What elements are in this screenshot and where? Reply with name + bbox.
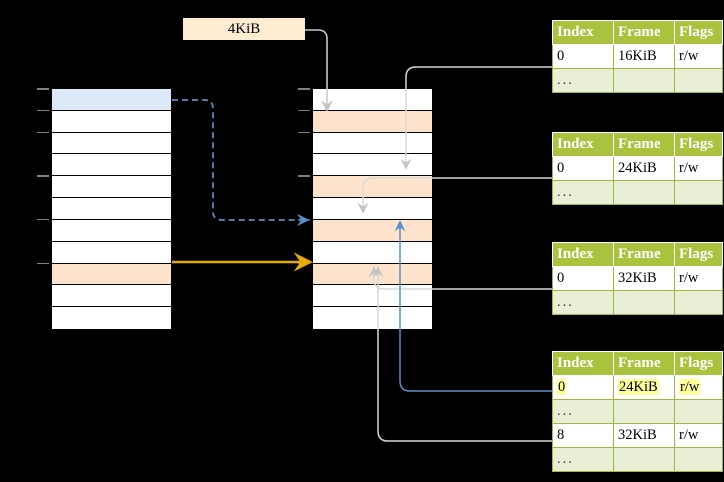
virtual-space-tick xyxy=(37,175,49,177)
column-header: Index xyxy=(552,351,614,376)
column-header: Flags xyxy=(674,242,723,267)
table-cell: 0 xyxy=(552,266,614,291)
virtual-space-row xyxy=(52,285,171,308)
table-cell xyxy=(613,290,675,315)
virtual-space-tick xyxy=(37,131,49,134)
virtual-space-row xyxy=(52,219,171,242)
column-header: Frame xyxy=(613,242,675,267)
virtual-space-tick xyxy=(37,218,49,221)
virtual-space-row xyxy=(52,263,171,286)
table-row: ... xyxy=(552,290,723,315)
column-header: Frame xyxy=(613,20,675,45)
table-cell xyxy=(613,447,675,472)
column-header: Index xyxy=(552,242,614,267)
physical-space-tick xyxy=(298,175,310,177)
physical-space-row xyxy=(313,110,432,133)
column-header: Index xyxy=(552,20,614,45)
table-row: ... xyxy=(552,68,723,93)
physical-space-tick xyxy=(298,218,310,221)
physical-space-tick xyxy=(298,262,310,265)
physical-address-space-column xyxy=(312,88,433,329)
virtual-to-physical-dashed xyxy=(172,99,310,227)
virtual-address-space-column xyxy=(51,88,172,329)
table-cell xyxy=(674,290,723,315)
virtual-space-row xyxy=(52,198,171,220)
virtual-space-row xyxy=(52,110,171,133)
virtual-space-tick xyxy=(37,88,49,90)
physical-space-row xyxy=(313,219,432,242)
physical-space-row xyxy=(313,132,432,155)
table-cell xyxy=(613,68,675,93)
table-cell: 0 xyxy=(552,156,614,181)
physical-space-row xyxy=(313,89,432,111)
virtual-space-row xyxy=(52,176,171,199)
virtual-space-tick xyxy=(37,262,49,265)
table-cell xyxy=(613,180,675,205)
physical-space-row xyxy=(313,307,432,329)
table-row: ... xyxy=(552,180,723,205)
physical-space-row xyxy=(313,241,432,264)
table-cell: 0 xyxy=(552,44,614,69)
table-cell: ... xyxy=(552,399,614,424)
table-cell: ... xyxy=(552,68,614,93)
table-cell: ... xyxy=(552,290,614,315)
size-label-4kib: 4KiB xyxy=(183,18,305,40)
physical-space-tick xyxy=(298,131,310,134)
table-cell xyxy=(613,399,675,424)
column-header: Flags xyxy=(674,351,723,376)
column-header: Frame xyxy=(613,351,675,376)
virtual-space-row xyxy=(52,154,171,177)
table-cell: r/w xyxy=(674,375,723,400)
column-header: Frame xyxy=(613,132,675,157)
physical-space-row xyxy=(313,285,432,308)
table-cell: 24KiB xyxy=(613,375,675,400)
column-header: Flags xyxy=(674,132,723,157)
virtual-space-tick xyxy=(37,109,49,112)
virtual-space-row xyxy=(52,241,171,264)
table-cell: 8 xyxy=(552,423,614,448)
virtual-space-row xyxy=(52,132,171,155)
table-cell: r/w xyxy=(674,423,723,448)
table-row: ... xyxy=(552,399,723,424)
table-row: ... xyxy=(552,447,723,472)
table-cell xyxy=(674,447,723,472)
column-header: Flags xyxy=(674,20,723,45)
physical-space-row xyxy=(313,154,432,177)
virtual-space-row xyxy=(52,89,171,111)
table-cell xyxy=(674,68,723,93)
table-cell: r/w xyxy=(674,156,723,181)
column-header: Index xyxy=(552,132,614,157)
table-cell xyxy=(674,399,723,424)
physical-space-row xyxy=(313,198,432,220)
table-cell: 0 xyxy=(552,375,614,400)
physical-space-tick xyxy=(298,109,310,112)
table-cell xyxy=(674,180,723,205)
table-cell: ... xyxy=(552,447,614,472)
table-cell: 16KiB xyxy=(613,44,675,69)
virtual-space-row xyxy=(52,307,171,329)
physical-space-tick xyxy=(298,88,310,90)
table-cell: ... xyxy=(552,180,614,205)
physical-space-row xyxy=(313,263,432,286)
table-cell: 32KiB xyxy=(613,423,675,448)
table-cell: r/w xyxy=(674,44,723,69)
physical-space-row xyxy=(313,176,432,199)
table-cell: 32KiB xyxy=(613,266,675,291)
table-cell: 24KiB xyxy=(613,156,675,181)
table-cell: r/w xyxy=(674,266,723,291)
